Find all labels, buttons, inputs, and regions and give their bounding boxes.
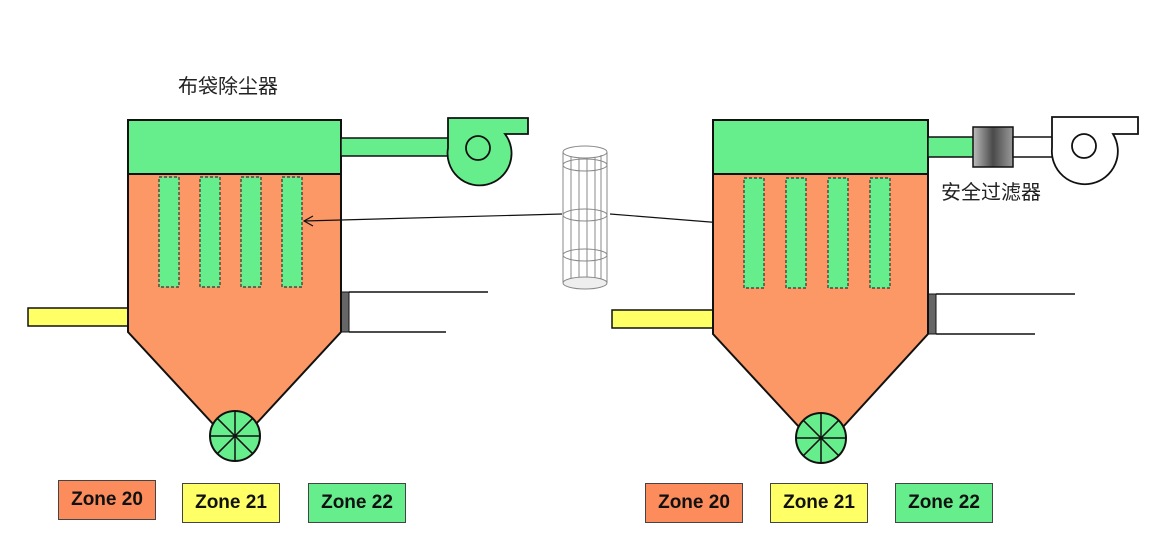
left-header — [127, 119, 342, 175]
right-filter-bags — [743, 177, 891, 289]
filter-bag-cage-icon — [562, 145, 608, 290]
left-collector: 布袋除尘器 — [27, 74, 529, 462]
legend-left-zone22: Zone 22 — [308, 483, 406, 523]
left-bag-2 — [199, 176, 221, 288]
left-filter-bags — [158, 176, 303, 288]
right-fan-duct-white — [1012, 136, 1058, 158]
right-bag-2 — [785, 177, 807, 289]
legend-right-zone20: Zone 20 — [645, 483, 743, 523]
safety-filter-label: 安全过滤器 — [941, 180, 1041, 204]
left-bag-1 — [158, 176, 180, 288]
pointer-arrows — [302, 213, 762, 231]
legend-left-zone20: Zone 20 — [58, 480, 156, 520]
right-bag-1 — [743, 177, 765, 289]
safety-filter-unit — [972, 126, 1014, 168]
left-bag-3 — [240, 176, 262, 288]
rotary-valve-icon — [209, 410, 261, 462]
right-fan-duct-green — [927, 136, 976, 158]
centrifugal-fan-icon — [446, 117, 529, 187]
legend-right-zone22: Zone 22 — [895, 483, 993, 523]
left-outlet-flange — [340, 291, 350, 333]
right-collector: 安全过滤器 — [611, 116, 1139, 464]
right-bag-4 — [869, 177, 891, 289]
rotary-valve-icon — [795, 412, 847, 464]
legend-left-zone21: Zone 21 — [182, 483, 280, 523]
left-fan-duct — [340, 137, 454, 157]
right-bag-3 — [827, 177, 849, 289]
left-bag-4 — [281, 176, 303, 288]
centrifugal-fan-icon — [1050, 116, 1139, 186]
arrow-to-left-bag — [303, 213, 563, 222]
legend-right-zone21: Zone 21 — [770, 483, 868, 523]
bag-filter-label: 布袋除尘器 — [178, 74, 278, 98]
right-header — [712, 119, 929, 175]
left-inlet-duct — [27, 307, 129, 327]
right-inlet-duct — [611, 309, 714, 329]
right-outlet-flange — [927, 293, 937, 335]
